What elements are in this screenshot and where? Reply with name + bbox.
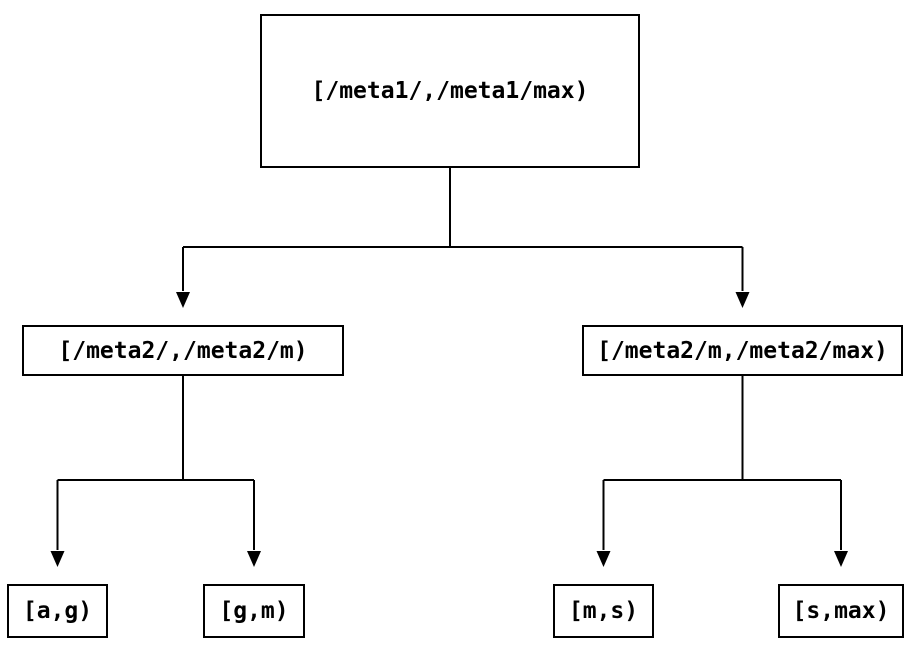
node-leaf-ms: [m,s) bbox=[553, 584, 654, 638]
node-meta2-high: [/meta2/m,/meta2/max) bbox=[582, 325, 903, 376]
node-leaf-smax: [s,max) bbox=[778, 584, 904, 638]
node-root: [/meta1/,/meta1/max) bbox=[260, 14, 640, 168]
node-root-label: [/meta1/,/meta1/max) bbox=[311, 78, 589, 104]
edge-group-root bbox=[176, 168, 750, 308]
arrow-down-icon bbox=[596, 551, 611, 567]
arrow-down-icon bbox=[50, 551, 65, 567]
edge-group-meta2-high bbox=[596, 376, 848, 567]
arrow-down-icon bbox=[834, 551, 848, 567]
node-meta2-high-label: [/meta2/m,/meta2/max) bbox=[597, 337, 888, 364]
arrow-down-icon bbox=[735, 292, 750, 308]
node-leaf-ag-label: [a,g) bbox=[22, 598, 93, 624]
node-leaf-gm: [g,m) bbox=[203, 584, 305, 638]
node-leaf-ms-label: [m,s) bbox=[568, 598, 639, 624]
arrow-down-icon bbox=[176, 292, 190, 308]
node-meta2-low-label: [/meta2/,/meta2/m) bbox=[58, 337, 308, 364]
node-leaf-smax-label: [s,max) bbox=[792, 598, 890, 624]
edge-group-meta2-low bbox=[50, 376, 261, 567]
node-leaf-ag: [a,g) bbox=[7, 584, 108, 638]
node-leaf-gm-label: [g,m) bbox=[219, 598, 289, 624]
arrow-down-icon bbox=[247, 551, 261, 567]
node-meta2-low: [/meta2/,/meta2/m) bbox=[22, 325, 344, 376]
